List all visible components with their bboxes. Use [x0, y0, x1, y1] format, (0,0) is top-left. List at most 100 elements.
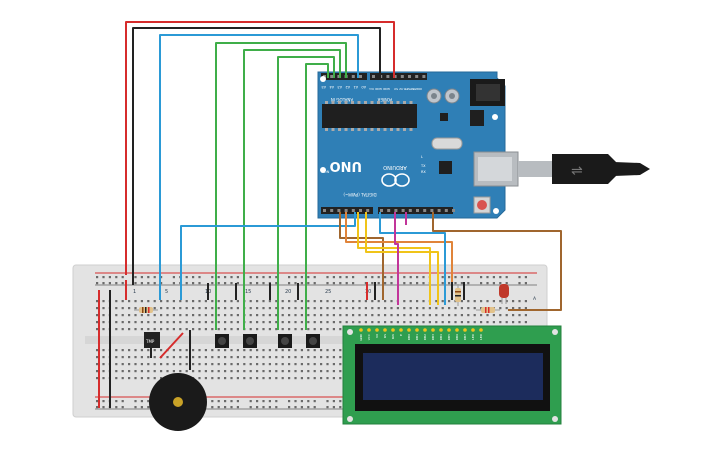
- temperature-sensor[interactable]: TMP: [144, 332, 160, 348]
- hole: [512, 321, 515, 324]
- hole: [358, 300, 361, 303]
- hole: [262, 276, 265, 279]
- hole: [96, 400, 99, 403]
- hole: [339, 282, 342, 285]
- hole: [332, 282, 335, 285]
- hole: [460, 276, 463, 279]
- hole: [198, 300, 201, 303]
- chip-pin: [390, 101, 393, 104]
- lcd-pin: [471, 328, 475, 332]
- hole: [384, 276, 387, 279]
- hole: [428, 314, 431, 317]
- on-label: ON: [324, 170, 330, 174]
- lcd-pin-label: LED: [479, 333, 483, 340]
- hole: [275, 307, 278, 310]
- hole: [364, 321, 367, 324]
- hole: [339, 356, 342, 359]
- hole: [294, 321, 297, 324]
- hole: [320, 363, 323, 366]
- hole: [288, 349, 291, 352]
- hole: [179, 356, 182, 359]
- pin: [387, 209, 391, 212]
- hole: [320, 349, 323, 352]
- hole: [307, 314, 310, 317]
- hole: [211, 276, 214, 279]
- hole: [294, 377, 297, 380]
- hole: [230, 349, 233, 352]
- push-button-1[interactable]: [215, 334, 229, 348]
- hole: [230, 356, 233, 359]
- hole: [320, 328, 323, 331]
- hole: [185, 314, 188, 317]
- hole: [262, 328, 265, 331]
- hole: [134, 307, 137, 310]
- hole: [377, 321, 380, 324]
- hole: [249, 370, 252, 373]
- hole: [358, 307, 361, 310]
- hole: [121, 356, 124, 359]
- hole: [236, 349, 239, 352]
- hole: [262, 282, 265, 285]
- hole: [236, 356, 239, 359]
- pin: [400, 75, 404, 78]
- hole: [390, 276, 393, 279]
- hole: [140, 282, 143, 285]
- hole: [115, 307, 118, 310]
- hole: [192, 370, 195, 373]
- chip-pin: [403, 128, 406, 131]
- hole: [166, 300, 169, 303]
- hole: [185, 300, 188, 303]
- hole: [307, 370, 310, 373]
- hole: [281, 363, 284, 366]
- hole: [339, 406, 342, 409]
- hole: [326, 276, 329, 279]
- push-button-4[interactable]: [306, 334, 320, 348]
- hole: [147, 400, 150, 403]
- hole: [377, 307, 380, 310]
- hole: [211, 314, 214, 317]
- hole: [243, 370, 246, 373]
- hole: [153, 356, 156, 359]
- hole: [326, 307, 329, 310]
- hole: [262, 356, 265, 359]
- hole: [185, 370, 188, 373]
- hole: [192, 328, 195, 331]
- hole: [428, 307, 431, 310]
- piezo-buzzer[interactable]: [149, 373, 207, 431]
- hole: [96, 363, 99, 366]
- hole: [524, 314, 527, 317]
- hole: [332, 321, 335, 324]
- hole: [441, 321, 444, 324]
- hole: [256, 400, 259, 403]
- hole: [416, 321, 419, 324]
- hole: [249, 406, 252, 409]
- hole: [96, 282, 99, 285]
- hole: [134, 370, 137, 373]
- hole: [288, 300, 291, 303]
- lcd-pin: [447, 328, 451, 332]
- resistor: [476, 307, 500, 313]
- hole: [236, 370, 239, 373]
- pin: [452, 209, 455, 212]
- pin-label: A5: [321, 85, 326, 89]
- chip-pin: [331, 101, 335, 104]
- chip-pin: [344, 101, 348, 104]
- push-button-3[interactable]: [278, 334, 292, 348]
- hole: [128, 363, 131, 366]
- hole: [198, 349, 201, 352]
- hole: [166, 356, 169, 359]
- push-button-2[interactable]: [243, 334, 257, 348]
- hole: [128, 314, 131, 317]
- hole: [364, 282, 367, 285]
- hole: [249, 276, 252, 279]
- led[interactable]: [499, 284, 509, 304]
- hole: [147, 363, 150, 366]
- hole: [377, 314, 380, 317]
- hole: [256, 356, 259, 359]
- hole: [192, 300, 195, 303]
- hole: [256, 377, 259, 380]
- hole: [326, 300, 329, 303]
- hole: [224, 307, 227, 310]
- hole: [249, 400, 252, 403]
- hole: [345, 276, 348, 279]
